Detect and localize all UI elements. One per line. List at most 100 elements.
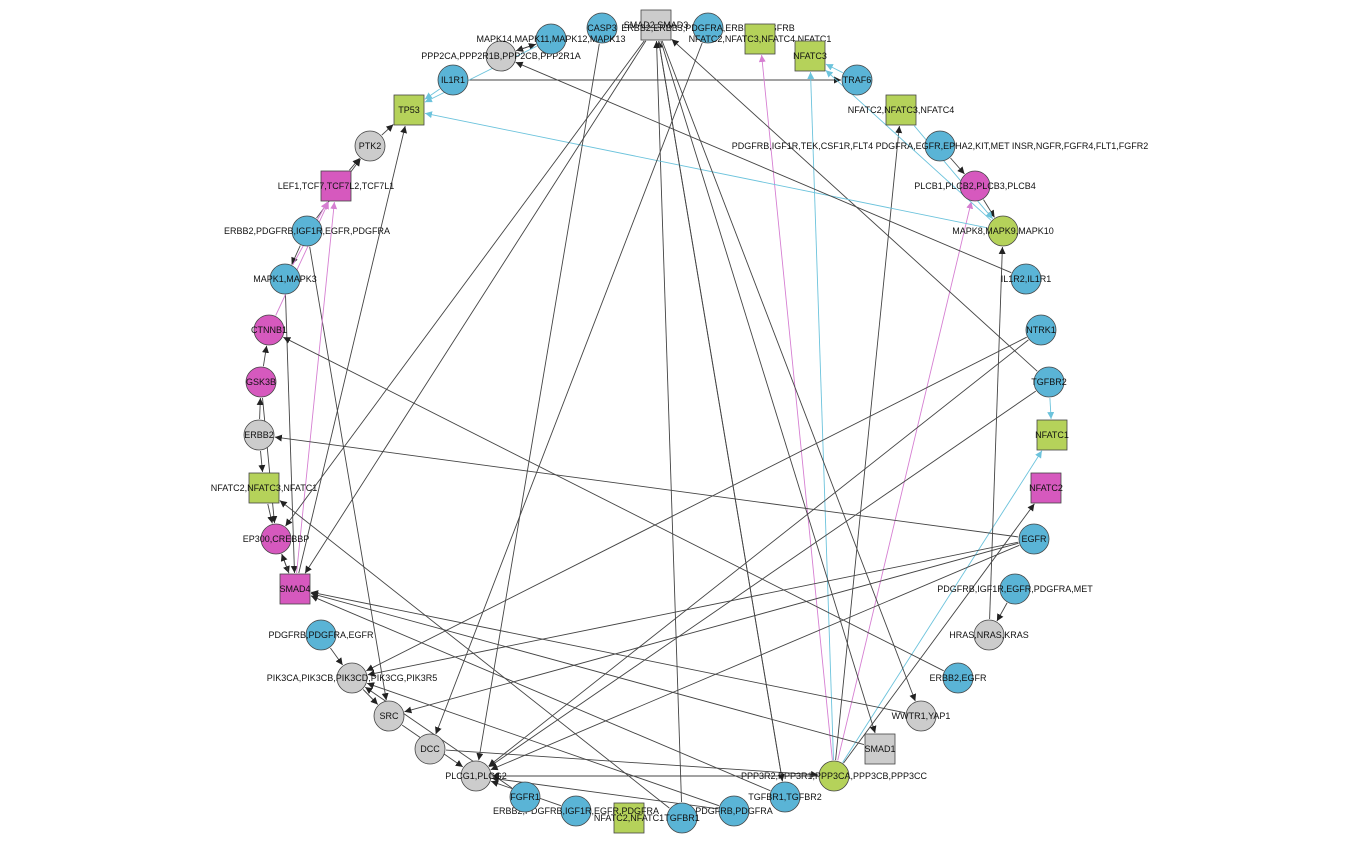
node-tgfbr2[interactable]: TGFBR2 (1031, 366, 1067, 398)
node-plcb[interactable]: PLCB1,PLCB2,PLCB3,PLCB4 (914, 170, 1036, 202)
node-circle-tgfbr1[interactable] (666, 802, 698, 834)
node-gsk3b[interactable]: GSK3B (245, 366, 277, 398)
node-square-nfatc231[interactable] (248, 472, 280, 504)
node-circle-hras[interactable] (973, 619, 1005, 651)
node-smad4[interactable]: SMAD4 (279, 573, 311, 605)
node-square-nfatc_multi_top[interactable] (744, 23, 776, 55)
node-mapk13[interactable]: MAPK1,MAPK3 (253, 263, 317, 295)
node-erbb2[interactable]: ERBB2 (243, 419, 275, 451)
node-traf6[interactable]: TRAF6 (841, 64, 873, 96)
node-rtk_big[interactable]: PDGFRB,IGF1R,TEK,CSF1R,FLT4 PDGFRA,EGFR,… (732, 130, 1149, 162)
node-circle-src[interactable] (373, 700, 405, 732)
node-ntrk1[interactable]: NTRK1 (1025, 314, 1057, 346)
node-circle-il1r1[interactable] (437, 64, 469, 96)
node-mapk14[interactable]: MAPK14,MAPK11,MAPK12,MAPK13 (477, 23, 626, 55)
node-circle-pdgfrb_a_egfr[interactable] (305, 619, 337, 651)
node-circle-plcb[interactable] (959, 170, 991, 202)
node-circle-fgfr1[interactable] (509, 781, 541, 813)
node-circle-mapk13[interactable] (269, 263, 301, 295)
node-circle-il1r2[interactable] (1010, 263, 1042, 295)
node-circle-ep300[interactable] (260, 523, 292, 555)
node-nfatc234[interactable]: NFATC2,NFATC3,NFATC4 (848, 94, 955, 126)
node-ptk2[interactable]: PTK2 (354, 130, 386, 162)
node-hras[interactable]: HRAS,NRAS,KRAS (949, 619, 1029, 651)
node-square-nfatc3[interactable] (794, 40, 826, 72)
node-egfr[interactable]: EGFR (1018, 523, 1050, 555)
node-circle-mapk14[interactable] (535, 23, 567, 55)
node-circle-tgfbr2[interactable] (1033, 366, 1065, 398)
node-circle-erbb2[interactable] (243, 419, 275, 451)
node-nfatc2[interactable]: NFATC2 (1029, 472, 1063, 504)
node-label-casp3: CASP3 (587, 23, 617, 33)
node-il1r1[interactable]: IL1R1 (437, 64, 469, 96)
node-erbb2_egfr[interactable]: ERBB2,EGFR (929, 662, 987, 694)
node-nfatc21[interactable]: NFATC2,NFATC1 (594, 802, 664, 834)
node-il1r2[interactable]: IL1R2,IL1R1 (1001, 263, 1052, 295)
node-pdgfrb_a_egfr[interactable]: PDGFRB,PDGFRA,EGFR (268, 619, 374, 651)
node-label-egfr: EGFR (1021, 534, 1047, 544)
node-circle-ppp3[interactable] (818, 760, 850, 792)
node-circle-erbb2_egfr[interactable] (942, 662, 974, 694)
node-ep300[interactable]: EP300,CREBBP (243, 523, 310, 555)
node-circle-mapk8[interactable] (987, 215, 1019, 247)
node-square-nfatc2[interactable] (1030, 472, 1062, 504)
node-circle-ntrk1[interactable] (1025, 314, 1057, 346)
node-circle-traf6[interactable] (841, 64, 873, 96)
node-wwtr1[interactable]: WWTR1,YAP1 (892, 700, 951, 732)
edge-smad23-to-smad4 (304, 40, 647, 574)
node-nfatc_multi_top[interactable]: NFATC2,NFATC3,NFATC4,NFATC1 (689, 23, 832, 55)
node-square-nfatc234[interactable] (885, 94, 917, 126)
node-circle-egfr[interactable] (1018, 523, 1050, 555)
node-square-smad4[interactable] (279, 573, 311, 605)
node-nfatc3[interactable]: NFATC3 (793, 40, 827, 72)
node-pik3[interactable]: PIK3CA,PIK3CB,PIK3CD,PIK3CG,PIK3R5 (267, 662, 438, 694)
node-circle-rtk5[interactable] (999, 573, 1031, 605)
node-erbb2_igf1r[interactable]: ERBB2,PDGFRB,IGF1R,EGFR,PDGFRA (224, 215, 390, 247)
node-circle-gsk3b[interactable] (245, 366, 277, 398)
node-circle-erbb2_multi_b[interactable] (560, 795, 592, 827)
node-circle-erbb_multi[interactable] (692, 12, 724, 44)
node-ppp2[interactable]: PPP2CA,PPP2R1B,PPP2CB,PPP2R1A (421, 40, 581, 72)
node-smad23[interactable]: SMAD2,SMAD3 (624, 9, 689, 41)
edge-erbb2_egfr-to-ctnnb1 (283, 336, 944, 672)
node-circle-wwtr1[interactable] (905, 700, 937, 732)
node-square-smad23[interactable] (640, 9, 672, 41)
node-square-smad1[interactable] (864, 733, 896, 765)
node-nfatc1[interactable]: NFATC1 (1035, 419, 1069, 451)
node-plcg[interactable]: PLCG1,PLCG2 (445, 760, 507, 792)
node-erbb_multi[interactable]: ERBB2,ERBB3,PDGFRA,ERBB4,PDGFRB (621, 12, 795, 44)
node-circle-rtk_big[interactable] (924, 130, 956, 162)
node-nfatc231[interactable]: NFATC2,NFATC3,NFATC1 (211, 472, 318, 504)
node-circle-pik3[interactable] (336, 662, 368, 694)
node-mapk8[interactable]: MAPK8,MAPK9,MAPK10 (952, 215, 1054, 247)
node-circle-ppp2[interactable] (485, 40, 517, 72)
node-src[interactable]: SRC (373, 700, 405, 732)
node-square-lef1[interactable] (320, 170, 352, 202)
node-tp53[interactable]: TP53 (393, 94, 425, 126)
node-circle-ctnnb1[interactable] (253, 314, 285, 346)
node-square-tp53[interactable] (393, 94, 425, 126)
node-circle-dcc[interactable] (414, 733, 446, 765)
node-fgfr1[interactable]: FGFR1 (509, 781, 541, 813)
edge-ptk2-to-tp53 (381, 124, 394, 136)
node-circle-tgfbr1_2[interactable] (769, 781, 801, 813)
node-square-nfatc21[interactable] (613, 802, 645, 834)
node-casp3[interactable]: CASP3 (586, 12, 618, 44)
node-circle-ptk2[interactable] (354, 130, 386, 162)
node-square-nfatc1[interactable] (1036, 419, 1068, 451)
node-ppp3[interactable]: PPP3R2,PPP3R1,PPP3CA,PPP3CB,PPP3CC (741, 760, 928, 792)
node-rtk5[interactable]: PDGFRB,IGF1R,EGFR,PDGFRA,MET (937, 573, 1093, 605)
node-tgfbr1_2[interactable]: TGFBR1,TGFBR2 (748, 781, 822, 813)
node-smad1[interactable]: SMAD1 (864, 733, 896, 765)
node-tgfbr1[interactable]: TGFBR1 (664, 802, 700, 834)
node-lef1[interactable]: LEF1,TCF7,TCF7L2,TCF7L1 (278, 170, 395, 202)
node-circle-pdgfrb_a[interactable] (718, 795, 750, 827)
node-circle-plcg[interactable] (460, 760, 492, 792)
node-erbb2_multi_b[interactable]: ERBB2,PDGFRB,IGF1R,EGFR,PDGFRA (493, 795, 659, 827)
node-dcc[interactable]: DCC (414, 733, 446, 765)
node-ctnnb1[interactable]: CTNNB1 (251, 314, 287, 346)
node-circle-casp3[interactable] (586, 12, 618, 44)
edge-casp3-to-plcg (476, 43, 600, 761)
node-circle-erbb2_igf1r[interactable] (291, 215, 323, 247)
node-pdgfrb_a[interactable]: PDGFRB,PDGFRA (695, 795, 773, 827)
